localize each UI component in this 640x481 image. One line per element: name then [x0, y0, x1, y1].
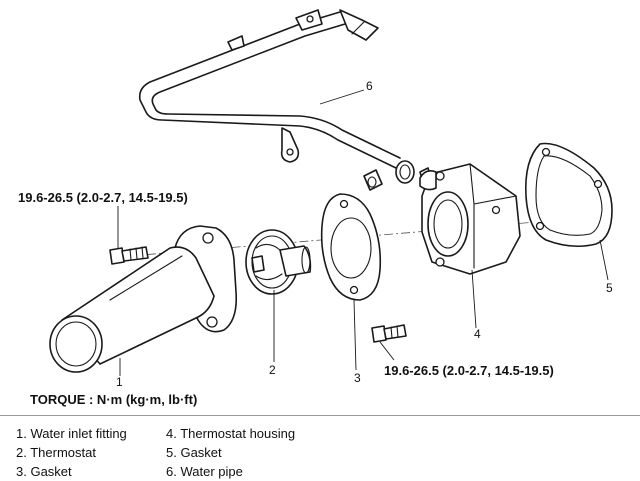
gasket-thermostat — [320, 193, 382, 301]
leader-lines — [117, 89, 609, 376]
bolt-lower — [371, 324, 407, 343]
torque-spec-upper: 19.6-26.5 (2.0-2.7, 14.5-19.5) — [18, 190, 188, 205]
bolt-upper — [109, 246, 149, 265]
thermostat — [245, 229, 312, 295]
gasket-housing — [524, 142, 613, 248]
callout-2: 2 — [269, 363, 276, 377]
legend-item: 3. Gasket — [16, 464, 72, 479]
callout-5: 5 — [606, 281, 613, 295]
torque-units-label: TORQUE : N·m (kg·m, lb·ft) — [30, 392, 197, 407]
legend-item: 5. Gasket — [166, 445, 222, 460]
callout-6: 6 — [366, 79, 373, 93]
water-inlet-fitting — [49, 225, 238, 373]
callout-1: 1 — [116, 375, 123, 389]
legend-column-right: 4. Thermostat housing 5. Gasket 6. Water… — [166, 424, 295, 481]
legend-item: 4. Thermostat housing — [166, 426, 296, 441]
thermostat-housing — [419, 163, 521, 275]
legend-item: 1. Water inlet fitting — [16, 426, 127, 441]
legend-item: 2. Thermostat — [16, 445, 96, 460]
callout-3: 3 — [354, 371, 361, 385]
legend-column-left: 1. Water inlet fitting 2. Thermostat 3. … — [16, 424, 127, 481]
torque-spec-lower: 19.6-26.5 (2.0-2.7, 14.5-19.5) — [384, 363, 554, 378]
legend-divider — [0, 415, 640, 416]
legend-item: 6. Water pipe — [166, 464, 243, 479]
callout-4: 4 — [474, 327, 481, 341]
water-pipe — [138, 9, 433, 191]
